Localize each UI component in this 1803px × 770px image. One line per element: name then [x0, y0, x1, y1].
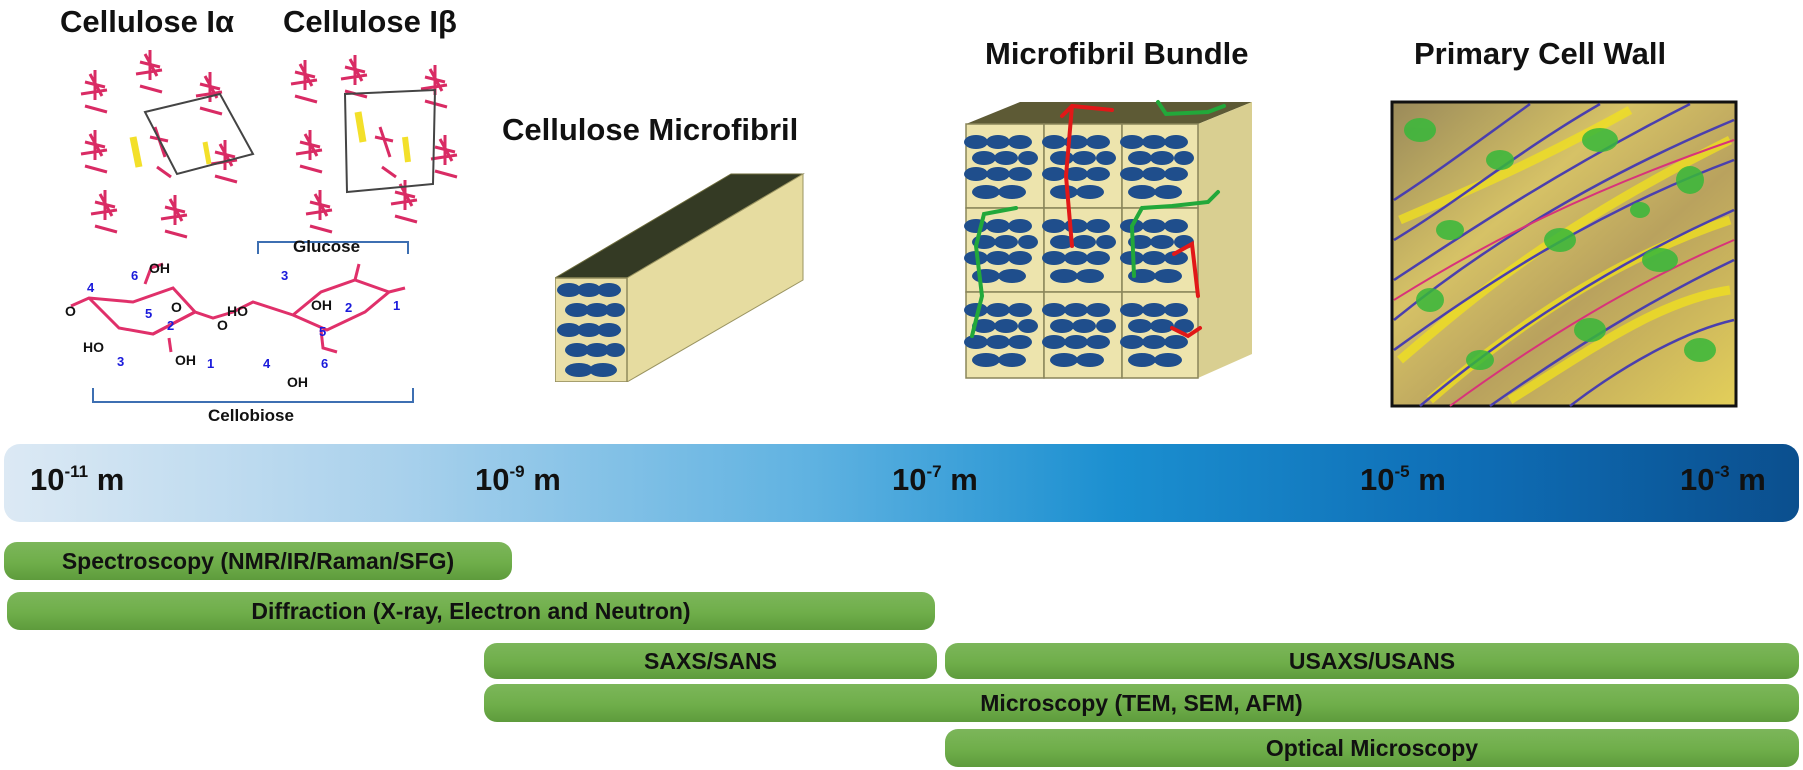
cellobiose-bracket [92, 388, 414, 403]
title-primary-cell-wall: Primary Cell Wall [1414, 36, 1667, 71]
bundle-polymers [970, 100, 1226, 339]
carbon-right-4: 4 [263, 356, 271, 371]
technique-microscopy: Microscopy (TEM, SEM, AFM) [484, 684, 1799, 722]
lattice-ia [80, 50, 238, 239]
carbon-left-6: 6 [131, 268, 138, 283]
atom-o-terminal: O [65, 303, 76, 319]
title-microfibril-bundle: Microfibril Bundle [985, 36, 1249, 71]
carbon-left-1: 1 [207, 356, 214, 371]
length-scale-bar: 10-11 m 10-9 m 10-7 m 10-5 m 10-3 m [4, 444, 1799, 522]
carbon-left-4: 4 [87, 280, 95, 295]
scale-tick-1e-5: 10-5 m [1360, 462, 1446, 497]
carbon-right-1: 1 [393, 298, 400, 313]
technique-spectroscopy: Spectroscopy (NMR/IR/Raman/SFG) [4, 542, 512, 580]
cell-wall-micrograph [1390, 100, 1738, 408]
atom-o-ring-left: O [171, 299, 182, 315]
carbon-left-5: 5 [145, 306, 152, 321]
carbon-left-2: 2 [167, 318, 174, 333]
technique-optical-microscopy: Optical Microscopy [945, 729, 1799, 767]
carbon-right-5: 5 [319, 324, 326, 339]
title-cellulose-ib: Cellulose Iβ [283, 4, 457, 39]
technique-usaxs-usans: USAXS/USANS [945, 643, 1799, 679]
microfibril-chains [557, 283, 625, 377]
title-cellulose-ia: Cellulose Iα [60, 4, 235, 39]
bundle-chains [964, 135, 1194, 367]
cellobiose-structure: OH HO OH HO OH OH O O O 4 6 5 2 3 1 3 2 … [65, 241, 414, 403]
microfibril-box [555, 173, 805, 382]
microfibril-bundle-diagram [964, 100, 1252, 379]
carbon-left-3: 3 [117, 354, 124, 369]
lattice-ib [290, 55, 458, 234]
technique-saxs-sans: SAXS/SANS [484, 643, 937, 679]
lattice-ib-cell [343, 88, 437, 194]
cellobiose-bonds [70, 262, 406, 354]
glucose-label: Glucose [293, 237, 361, 256]
atom-oh-right-2: OH [311, 297, 332, 313]
scale-tick-1e-11: 10-11 m [30, 462, 125, 497]
atom-oh-right-6: OH [287, 374, 308, 390]
atom-oh-2: OH [175, 352, 196, 368]
carbon-right-3: 3 [281, 268, 288, 283]
cellobiose-atoms: OH HO OH HO OH OH O O O [65, 260, 332, 390]
atom-ho-right: HO [227, 303, 248, 319]
atom-o-glycosidic: O [217, 317, 228, 333]
title-cellulose-microfibril: Cellulose Microfibril [502, 112, 799, 147]
cellobiose-label: Cellobiose [208, 406, 294, 425]
scale-tick-1e-9: 10-9 m [475, 462, 561, 497]
carbon-right-6: 6 [321, 356, 328, 371]
atom-ho-3: HO [83, 339, 104, 355]
lattice-ia-cell [129, 92, 255, 176]
carbon-numbers: 4 6 5 2 3 1 3 2 1 5 4 6 [87, 268, 400, 371]
cellulose-crystal-lattices [80, 50, 458, 239]
atom-oh-6: OH [149, 260, 170, 276]
scale-tick-1e-3: 10-3 m [1680, 462, 1766, 497]
glucose-bracket [257, 241, 409, 254]
technique-diffraction: Diffraction (X-ray, Electron and Neutron… [7, 592, 935, 630]
scale-tick-1e-7: 10-7 m [892, 462, 978, 497]
carbon-right-2: 2 [345, 300, 352, 315]
